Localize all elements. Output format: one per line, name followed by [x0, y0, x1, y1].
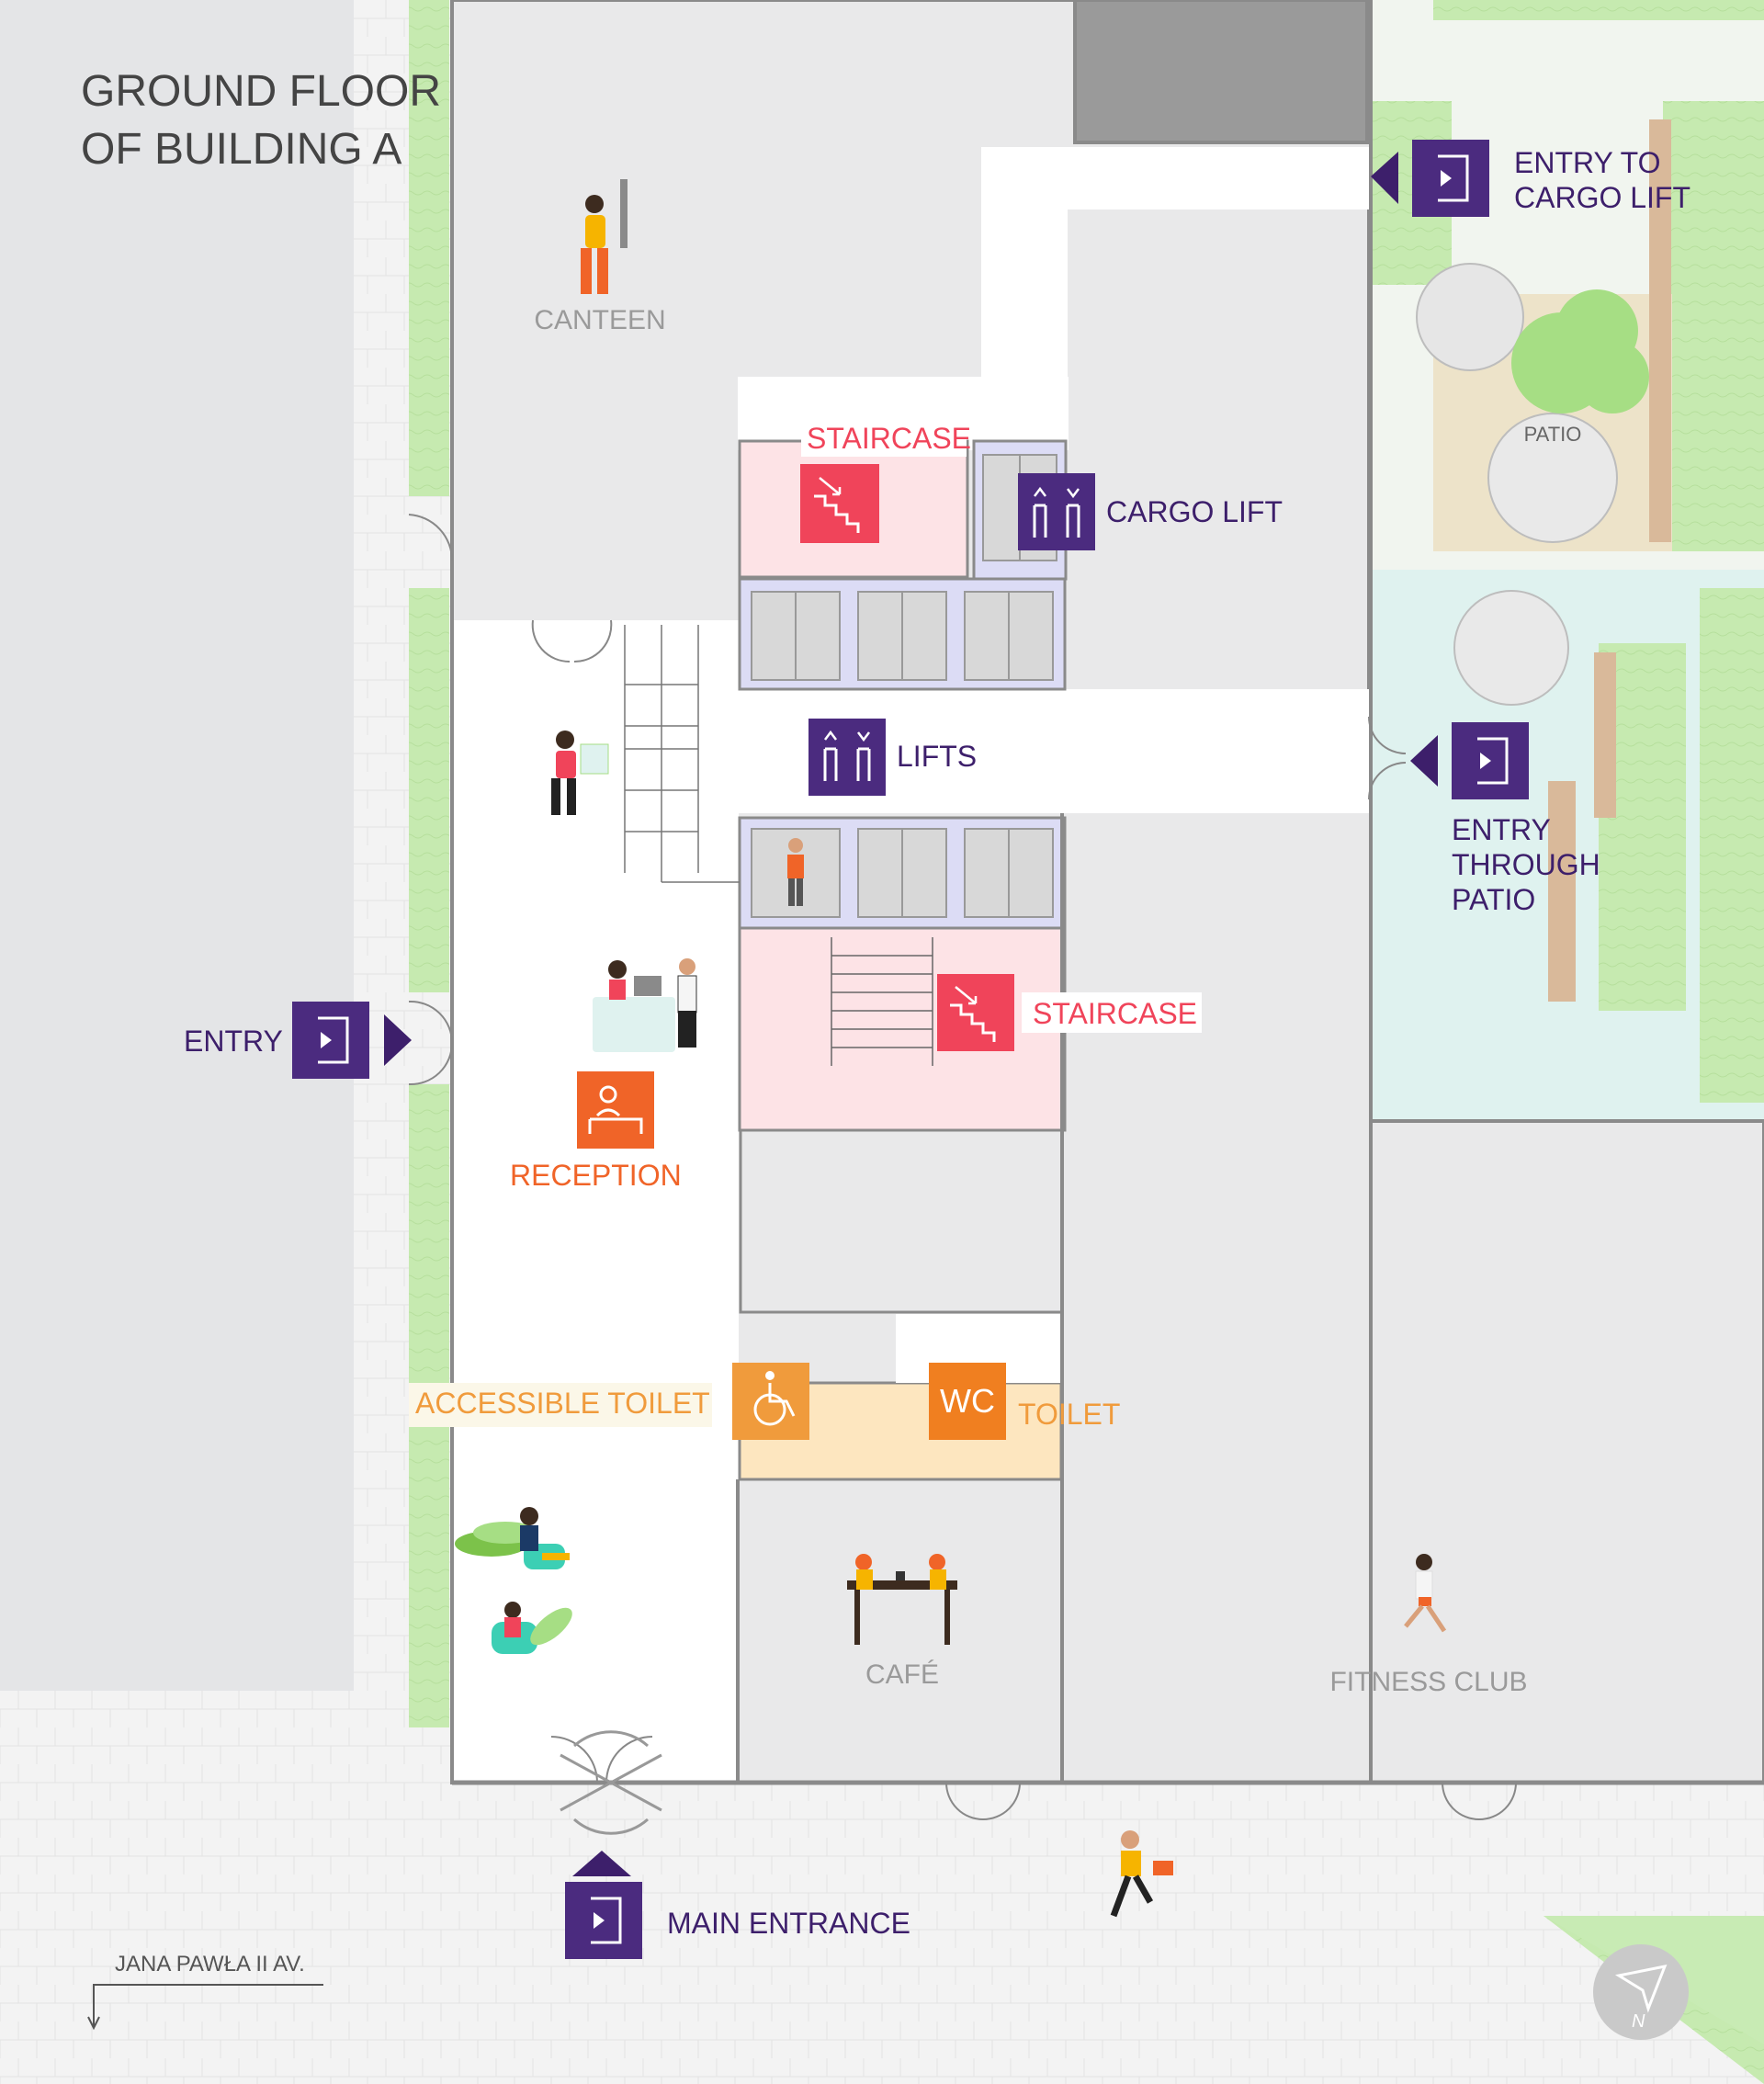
lifts-label: LIFTS	[897, 740, 977, 773]
entry-cargo-marker	[1371, 140, 1489, 217]
sidewalk-west	[354, 0, 409, 1718]
map-title-line1: GROUND FLOOR	[81, 67, 441, 116]
patio-bench	[1649, 119, 1671, 542]
lawn-strip-west-2	[409, 588, 449, 992]
main-entrance-label: MAIN ENTRANCE	[667, 1907, 910, 1940]
main-hall	[454, 620, 739, 1783]
runner-figure	[1404, 1554, 1447, 1633]
staircase-south-label-bg	[1022, 992, 1202, 1033]
teal-bench-2	[1594, 652, 1616, 818]
doors	[408, 514, 1517, 1820]
reception-label: RECEPTION	[510, 1159, 682, 1192]
businessman-figure	[1110, 1830, 1173, 1918]
staircase-north-label-bg	[801, 418, 967, 457]
staircase-south-icon	[937, 974, 1014, 1051]
staircase-south-label: STAIRCASE	[1033, 997, 1197, 1030]
staircase-north-icon	[800, 464, 879, 543]
entry-west-label: ENTRY	[184, 1025, 283, 1058]
patio-grass-north	[1433, 0, 1764, 20]
entry-patio-label-line3: PATIO	[1452, 883, 1535, 916]
patio-label: PATIO	[1524, 423, 1582, 446]
street-arrow	[87, 1984, 323, 2031]
compass-icon: N	[1593, 1944, 1689, 2040]
patio-grass-east	[1663, 101, 1764, 551]
visitor-figure	[551, 731, 609, 815]
staircase-north-label: STAIRCASE	[807, 422, 971, 455]
cargo-lift-label: CARGO LIFT	[1106, 495, 1283, 528]
canteen-figure	[581, 179, 628, 294]
street-label: JANA PAWŁA II AV.	[115, 1952, 305, 1976]
reception-desk	[593, 958, 697, 1052]
entry-patio-marker	[1410, 722, 1529, 799]
lawn-strip-west	[409, 0, 449, 496]
teal-bench	[1548, 781, 1576, 1002]
canteen-label: CANTEEN	[534, 305, 665, 335]
lifts-icon	[808, 719, 886, 796]
main-revolving-door	[560, 1730, 662, 1835]
stairs-south-steps	[831, 937, 933, 1066]
stairs-hall-steps	[624, 625, 740, 883]
map-title-line2: OF BUILDING A	[81, 125, 401, 174]
entry-patio-label-line1: ENTRY	[1452, 813, 1551, 846]
patio-decoration	[1416, 263, 1649, 706]
lounge-figures	[455, 1507, 572, 1654]
wc-icon-text: WC	[940, 1382, 995, 1420]
cafe-figures	[847, 1554, 957, 1645]
hall-rooms	[739, 1127, 1064, 1314]
accessible-toilet-label-bg	[409, 1383, 712, 1427]
reception-icon	[577, 1071, 654, 1149]
entry-cargo-label-line2: CARGO LIFT	[1514, 181, 1690, 214]
north-corridor	[981, 147, 1068, 386]
toilet-label: TOILET	[1018, 1398, 1120, 1431]
teal-grass-2	[1700, 588, 1764, 1103]
wheelchair-icon	[732, 1363, 809, 1440]
compass-letter: N	[1632, 2011, 1645, 2032]
main-entrance-marker	[565, 1851, 642, 1959]
entry-cargo-label-line1: ENTRY TO	[1514, 146, 1660, 179]
cafe-label: CAFÉ	[865, 1659, 939, 1690]
cargo-lift-icon	[1018, 473, 1095, 550]
wc-icon: WC	[929, 1363, 1006, 1440]
entry-west-marker	[292, 1002, 412, 1079]
fitness-label: FITNESS CLUB	[1329, 1667, 1527, 1697]
entry-patio-label-line2: THROUGH	[1452, 848, 1600, 881]
accessible-toilet-label: ACCESSIBLE TOILET	[415, 1387, 710, 1420]
road	[0, 0, 354, 1691]
lifts-north-row	[738, 577, 1067, 691]
lift-passenger	[787, 838, 804, 906]
